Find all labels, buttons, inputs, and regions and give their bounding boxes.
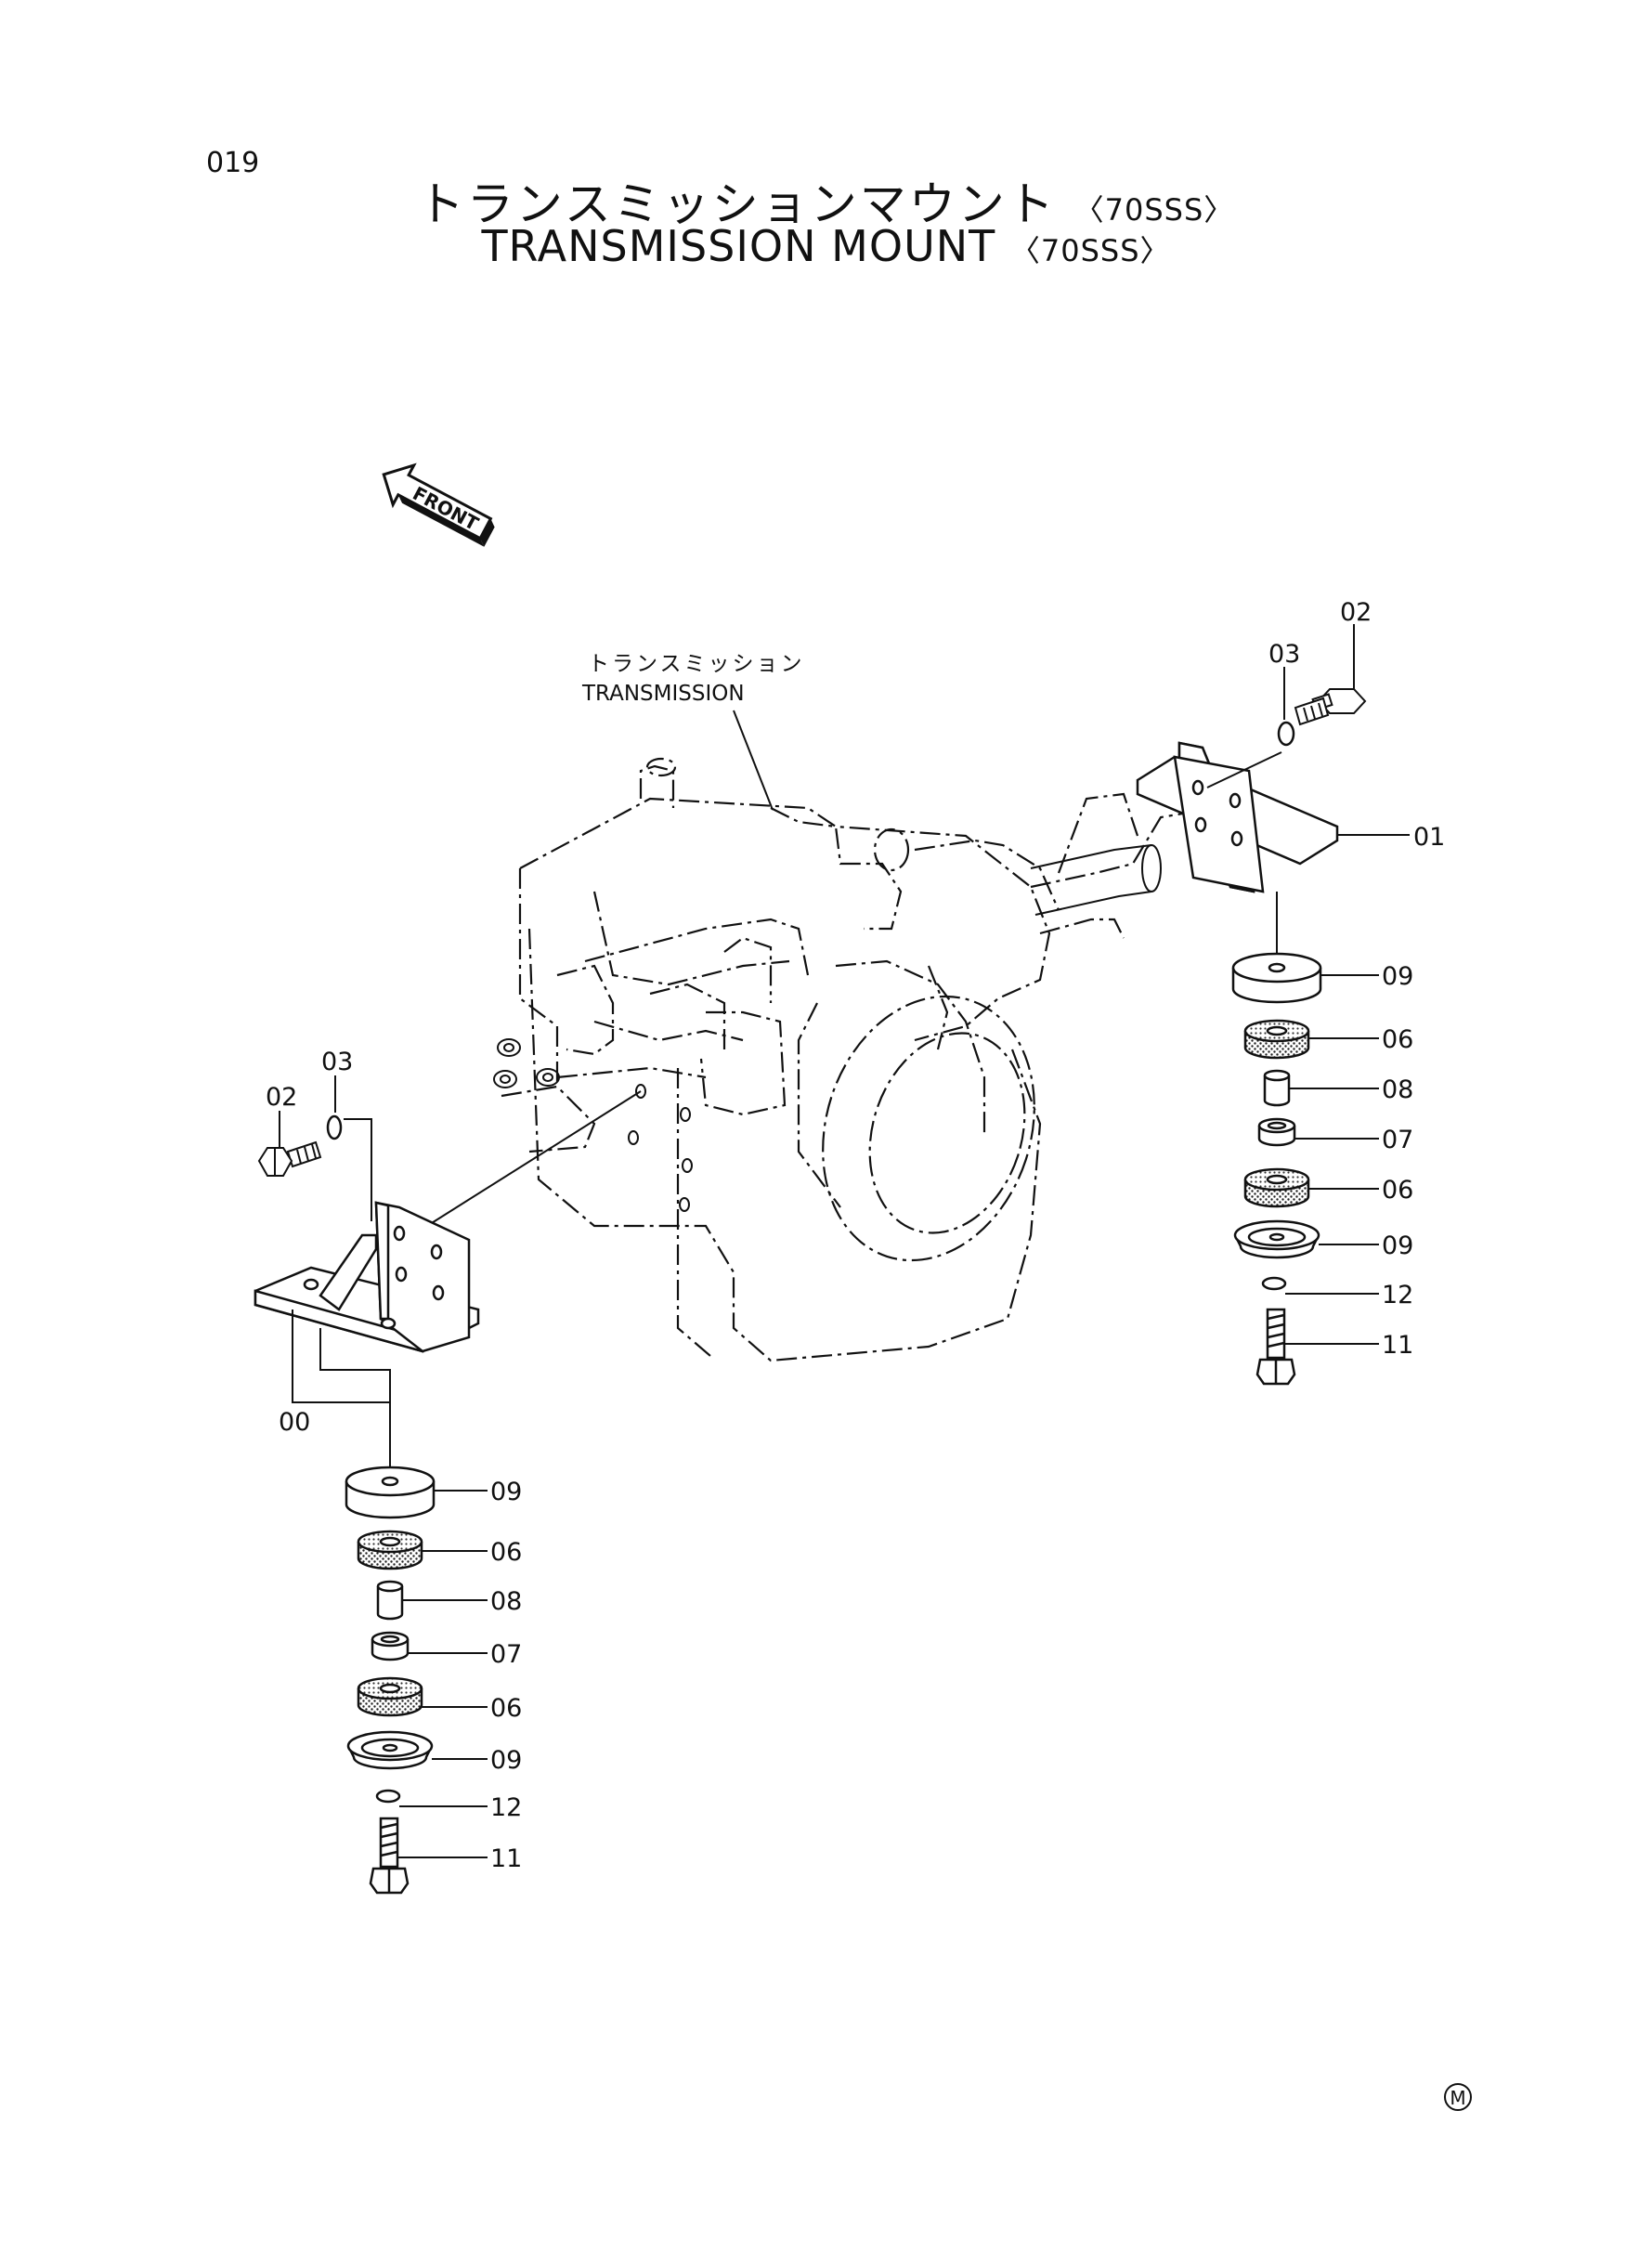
- right-upper-bolt-callout: 02: [1340, 598, 1372, 627]
- left-collar-callout: 08: [490, 1587, 522, 1616]
- left-upper-washer: [326, 1114, 343, 1140]
- title-english-line: TRANSMISSION MOUNT 〈70SSS〉: [0, 221, 1652, 271]
- title-suffix-english: 〈70SSS〉: [1009, 233, 1171, 268]
- right-spacer-callout: 07: [1382, 1126, 1413, 1154]
- right-lower-bolt: [1255, 1308, 1296, 1386]
- title-japanese-line: トランスミッションマウント 〈70SSS〉: [0, 167, 1652, 234]
- right-upper-washer-callout: 03: [1268, 640, 1300, 669]
- title-japanese: トランスミッションマウント: [417, 177, 1057, 231]
- right-cushion-bottom-callout: 06: [1382, 1176, 1413, 1205]
- title-english: TRANSMISSION MOUNT: [481, 221, 996, 271]
- left-lock-washer: [375, 1789, 401, 1804]
- left-mount-stack: [345, 1466, 436, 1895]
- left-lower-bolt-callout: 11: [490, 1844, 522, 1873]
- transmission-label-japanese: トランスミッション: [588, 652, 805, 676]
- right-cap-bottom-callout: 09: [1382, 1231, 1413, 1260]
- left-collar: [376, 1586, 404, 1621]
- housing-holes: [628, 1084, 693, 1212]
- front-arrow-icon: FRONT: [382, 463, 495, 547]
- lifting-rings: [493, 1038, 560, 1088]
- transmission-leader: [733, 710, 774, 811]
- right-collar: [1263, 1075, 1291, 1107]
- right-upper-washer: [1277, 721, 1295, 747]
- right-bracket: [1136, 741, 1339, 893]
- left-bracket: [254, 1201, 480, 1353]
- left-bracket-callout: 00: [279, 1408, 310, 1437]
- left-bolt-axis: [426, 1090, 642, 1227]
- left-upper-washer-callout: 03: [321, 1048, 353, 1076]
- title-suffix-japanese: 〈70SSS〉: [1073, 192, 1235, 228]
- left-stack-leaders: [397, 1490, 488, 1858]
- left-spacer-callout: 07: [490, 1640, 522, 1669]
- right-collar-callout: 08: [1382, 1075, 1413, 1104]
- right-mount-stack: [1231, 952, 1322, 1386]
- right-bracket-callout: 01: [1413, 823, 1445, 852]
- right-cushion-top-callout: 06: [1382, 1025, 1413, 1054]
- left-cushion-bottom-callout: 06: [490, 1694, 522, 1723]
- right-upper-bolt: [1294, 688, 1367, 726]
- right-lower-bolt-callout: 11: [1382, 1331, 1413, 1360]
- left-upper-bolt: [257, 1140, 322, 1177]
- corner-mark: M: [1444, 2083, 1472, 2111]
- transmission-label-english: TRANSMISSION: [581, 682, 745, 706]
- left-lower-bolt: [369, 1817, 410, 1895]
- transmission-output-shaft: [1030, 844, 1162, 916]
- left-cushion-top-callout: 06: [490, 1538, 522, 1567]
- corner-mark-letter: M: [1450, 2087, 1465, 2109]
- right-stack-leaders: [1284, 974, 1379, 1345]
- left-bracket-bracket-lines: [292, 1309, 391, 1403]
- right-lock-washer: [1261, 1276, 1287, 1291]
- right-bolt-axis: [1206, 751, 1282, 788]
- left-washer-axis: [344, 1118, 372, 1221]
- right-lock-washer-callout: 12: [1382, 1281, 1413, 1309]
- transmission-phantom-outline: [501, 757, 1217, 1362]
- left-cap-top-callout: 09: [490, 1478, 522, 1506]
- right-cap-top-callout: 09: [1382, 962, 1413, 991]
- left-cap-bottom-callout: 09: [490, 1746, 522, 1775]
- page-number: 019: [206, 147, 260, 179]
- left-upper-bolt-callout: 02: [266, 1083, 297, 1112]
- left-lock-washer-callout: 12: [490, 1793, 522, 1822]
